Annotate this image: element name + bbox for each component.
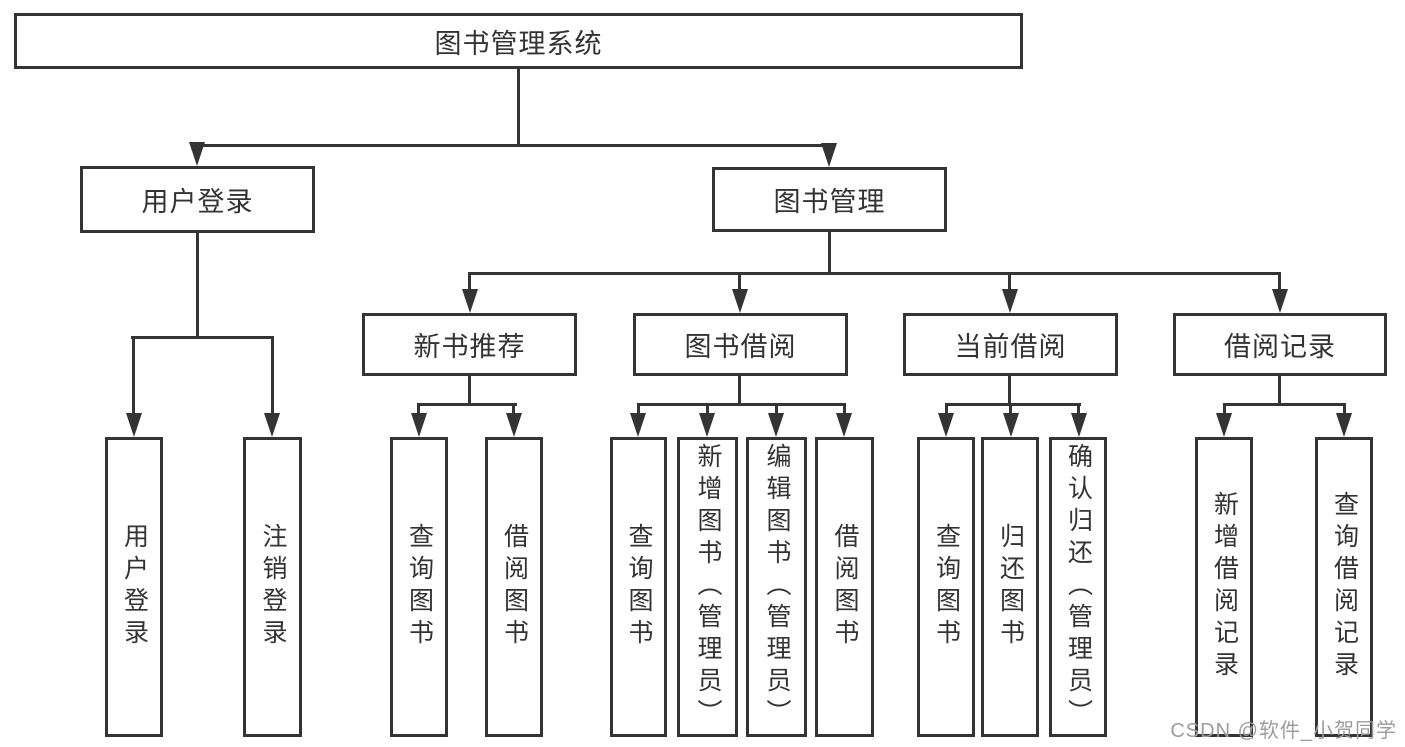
connector-line (1009, 403, 1012, 415)
leaf-user-login: 用户登录 (105, 437, 163, 737)
connector-line (517, 69, 520, 146)
node-root: 图书管理系统 (14, 13, 1023, 69)
connector-line (1077, 403, 1080, 415)
leaf-add-borrow-record-label: 新增借阅记录 (1210, 491, 1239, 683)
connector-line (131, 336, 274, 339)
connector-line (843, 403, 846, 415)
connector-line (706, 403, 709, 415)
connector-line (945, 403, 948, 415)
arrow-down-icon (1002, 289, 1018, 313)
leaf-query-books-recommend: 查询图书 (390, 437, 448, 737)
connector-line (1008, 272, 1011, 290)
arrow-down-icon (630, 413, 646, 437)
leaf-borrow-books-label: 借阅图书 (831, 523, 859, 651)
connector-line (1278, 374, 1281, 406)
leaf-query-borrow-record-label: 查询借阅记录 (1330, 491, 1359, 683)
leaf-add-books-admin: 新增图书（管理员） (677, 437, 738, 737)
connector-line (828, 230, 831, 275)
arrow-down-icon (411, 413, 427, 437)
leaf-logout: 注销登录 (243, 437, 302, 737)
arrow-down-icon (732, 289, 748, 313)
connector-line (775, 403, 778, 415)
connector-line (512, 403, 515, 415)
leaf-confirm-return-admin-label: 确认归还（管理员） (1064, 443, 1093, 731)
leaf-query-books-current: 查询图书 (917, 437, 975, 737)
leaf-logout-label: 注销登录 (259, 523, 287, 651)
arrow-down-icon (189, 142, 205, 166)
arrow-down-icon (938, 413, 954, 437)
connector-line (1008, 374, 1011, 406)
node-user-login-label: 用户登录 (141, 187, 254, 217)
leaf-user-login-label: 用户登录 (120, 523, 149, 651)
node-new-book-recommend-label: 新书推荐 (413, 332, 526, 362)
connector-line (417, 403, 517, 406)
arrow-down-icon (821, 143, 837, 167)
node-book-management-label: 图书管理 (773, 187, 886, 217)
connector-line (468, 272, 471, 290)
leaf-confirm-return-admin: 确认归还（管理员） (1049, 437, 1107, 737)
connector-line (637, 403, 846, 406)
leaf-query-borrow-record: 查询借阅记录 (1315, 437, 1373, 737)
connector-line (1278, 272, 1281, 290)
connector-line (196, 144, 832, 147)
arrow-down-icon (1272, 289, 1288, 313)
leaf-return-books: 归还图书 (981, 437, 1039, 737)
csdn-watermark: CSDN @软件_小贺同学 (1170, 720, 1397, 742)
node-user-login: 用户登录 (80, 166, 315, 233)
node-current-borrow-label: 当前借阅 (954, 332, 1067, 362)
arrow-down-icon (1216, 413, 1232, 437)
leaf-edit-books-admin: 编辑图书（管理员） (746, 437, 807, 737)
connector-line (417, 403, 420, 415)
leaf-query-books-current-label: 查询图书 (932, 523, 961, 651)
node-book-management: 图书管理 (712, 167, 947, 232)
arrow-down-icon (1071, 413, 1087, 437)
node-borrow-records-label: 借阅记录 (1224, 332, 1336, 362)
node-borrow-records: 借阅记录 (1173, 313, 1387, 376)
connector-line (637, 403, 640, 415)
connector-line (1223, 403, 1226, 415)
connector-line (271, 336, 274, 414)
node-root-label: 图书管理系统 (434, 28, 603, 59)
connector-line (945, 403, 1081, 406)
node-current-borrow: 当前借阅 (903, 313, 1118, 376)
leaf-add-books-admin-label: 新增图书（管理员） (694, 443, 722, 731)
node-book-borrow-label: 图书借阅 (684, 332, 797, 362)
arrow-down-icon (1003, 413, 1019, 437)
arrow-down-icon (836, 413, 852, 437)
leaf-borrow-books: 借阅图书 (815, 437, 874, 737)
connector-line (468, 272, 1281, 275)
arrow-down-icon (699, 413, 715, 437)
leaf-query-books-borrow: 查询图书 (610, 437, 667, 737)
leaf-query-books-borrow-label: 查询图书 (625, 523, 653, 651)
connector-line (1343, 403, 1346, 415)
leaf-borrow-books-recommend-label: 借阅图书 (500, 523, 529, 651)
arrow-down-icon (1336, 413, 1352, 437)
arrow-down-icon (462, 289, 478, 313)
leaf-query-books-recommend-label: 查询图书 (405, 523, 434, 651)
arrow-down-icon (126, 413, 142, 437)
arrow-down-icon (264, 413, 280, 437)
connector-line (738, 272, 741, 290)
connector-line (1223, 403, 1346, 406)
connector-line (738, 374, 741, 406)
leaf-borrow-books-recommend: 借阅图书 (485, 437, 543, 737)
arrow-down-icon (506, 413, 522, 437)
leaf-add-borrow-record: 新增借阅记录 (1195, 437, 1253, 737)
arrow-down-icon (768, 413, 784, 437)
leaf-edit-books-admin-label: 编辑图书（管理员） (763, 443, 791, 731)
connector-line (468, 374, 471, 406)
node-new-book-recommend: 新书推荐 (362, 313, 577, 376)
connector-line (196, 232, 199, 339)
leaf-return-books-label: 归还图书 (996, 523, 1025, 651)
connector-line (132, 336, 135, 414)
node-book-borrow: 图书借阅 (633, 313, 848, 376)
